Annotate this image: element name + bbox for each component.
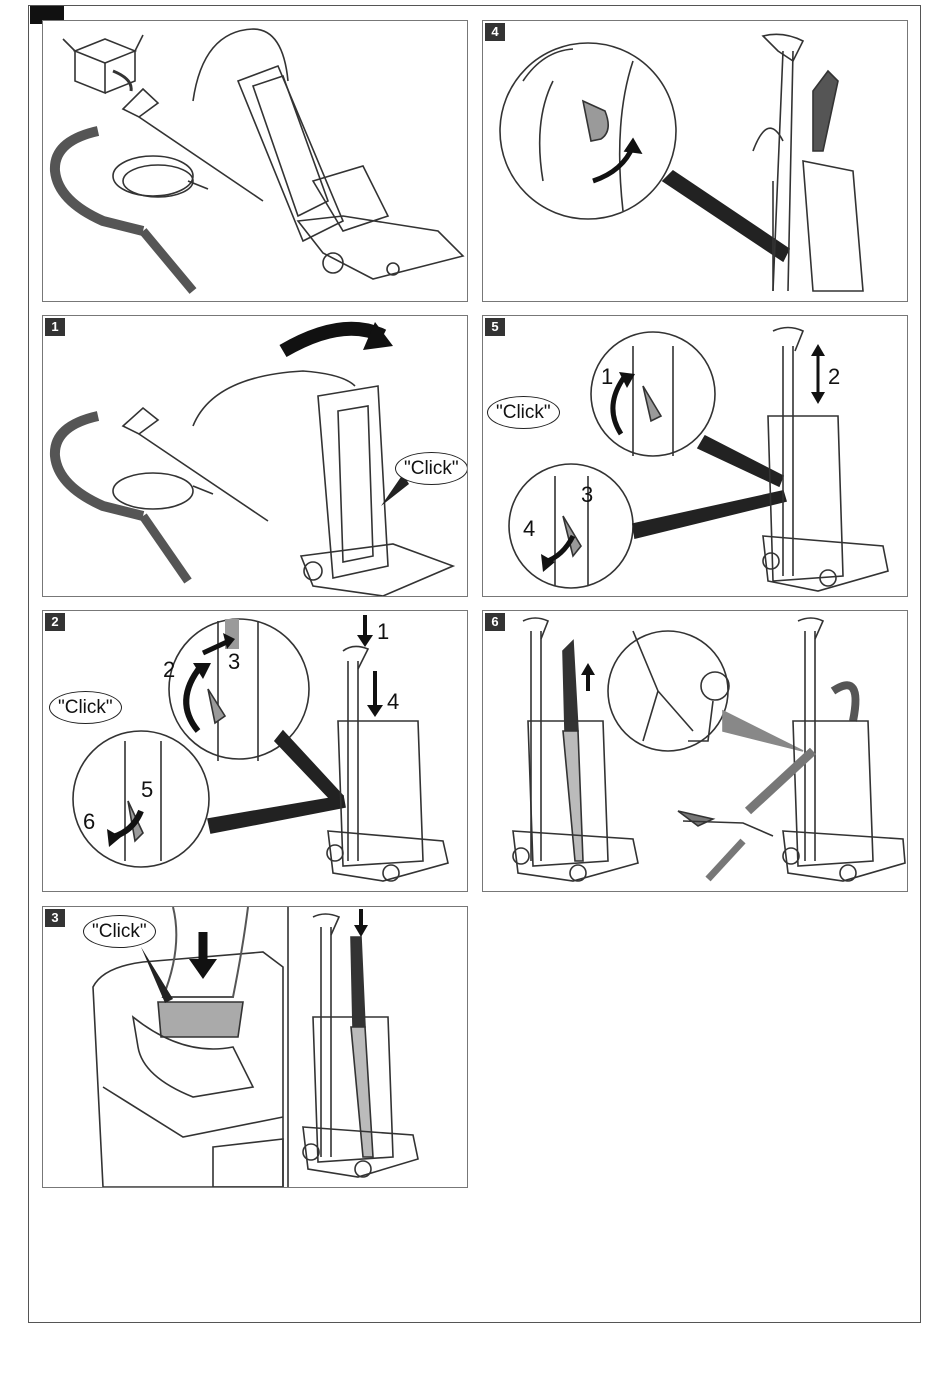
unpack-illustration: [43, 21, 468, 302]
step-3-illustration: [43, 907, 468, 1188]
panel-step-3: 3 "Click": [42, 906, 468, 1188]
step-number-2: 2: [828, 366, 840, 388]
panel-step-5: 5 "Click" 1 2 3 4: [482, 315, 908, 597]
step-number-5: 5: [141, 779, 153, 801]
step-5-illustration: [483, 316, 908, 597]
step-6-illustration: [483, 611, 908, 892]
step-number-6: 6: [83, 811, 95, 833]
step-number-3: 3: [228, 651, 240, 673]
click-callout: "Click": [49, 691, 122, 724]
step-number-3: 3: [581, 484, 593, 506]
click-callout: "Click": [83, 915, 156, 948]
panel-step-6: 6: [482, 610, 908, 892]
click-callout: "Click": [487, 396, 560, 429]
click-callout: "Click": [395, 452, 468, 485]
panel-step-2: 2 "Click" 1 2 3 4: [42, 610, 468, 892]
panel-step-1: 1 "Click": [42, 315, 468, 597]
step-number-2: 2: [163, 659, 175, 681]
step-number-4: 4: [523, 518, 535, 540]
step-number-1: 1: [601, 366, 613, 388]
panel-step-4: 4: [482, 20, 908, 302]
step-number-1: 1: [377, 621, 389, 643]
step-2-illustration: [43, 611, 468, 892]
panel-unpack: [42, 20, 468, 302]
step-4-illustration: [483, 21, 908, 302]
step-number-4: 4: [387, 691, 399, 713]
